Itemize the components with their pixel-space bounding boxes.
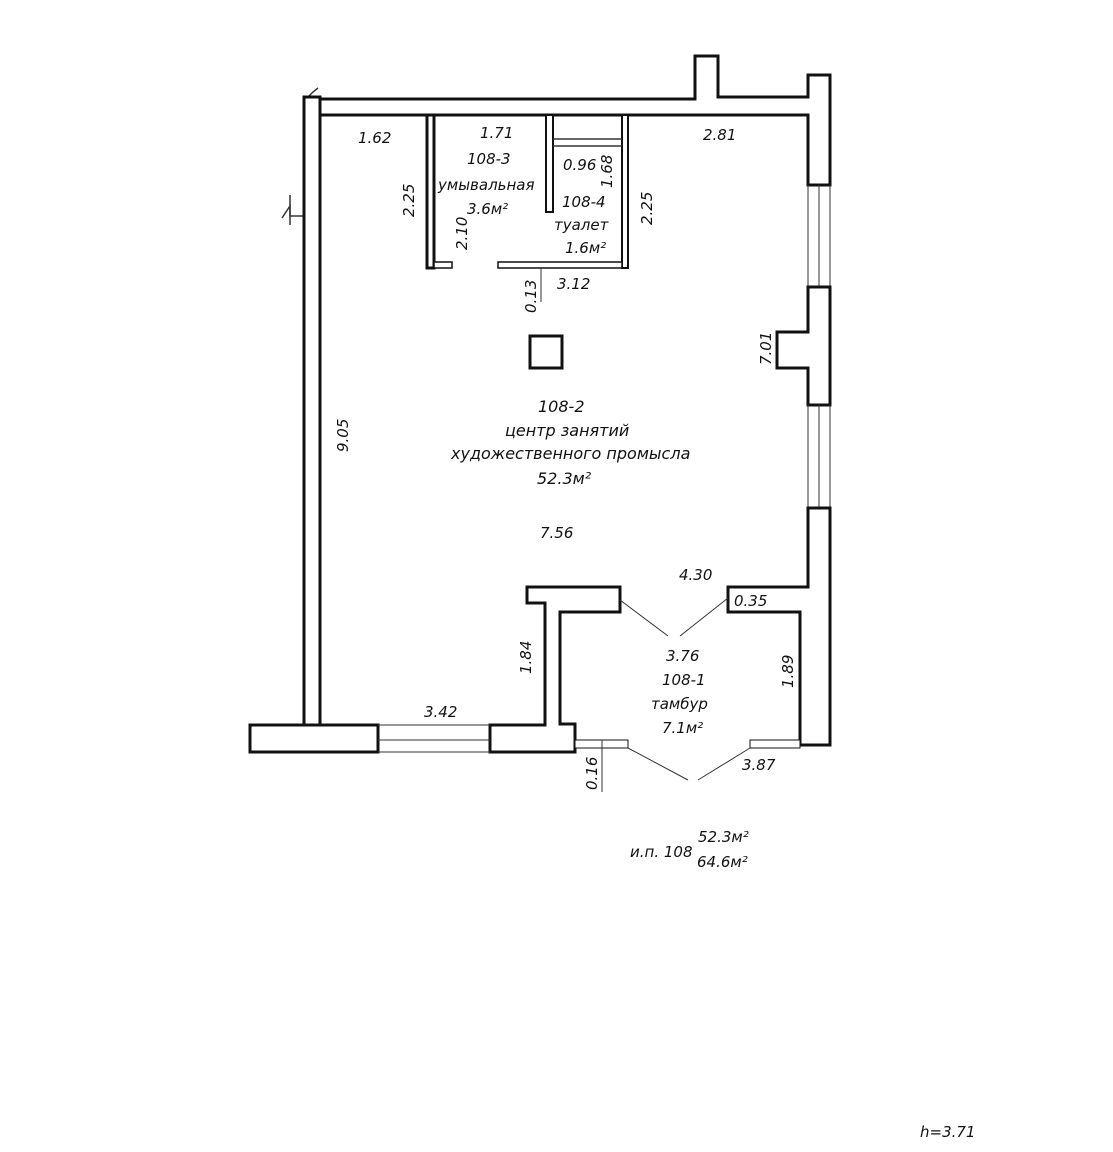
dim-4-30: 4.30 [679, 566, 712, 584]
dim-1-89: 1.89 [779, 655, 797, 688]
partition-toilet-right [621, 114, 629, 269]
dim-7-56: 7.56 [540, 524, 573, 542]
column [528, 334, 564, 370]
partition-stub [433, 261, 453, 269]
wall-left [302, 95, 322, 727]
dim-1-71: 1.71 [480, 124, 513, 142]
room-108-3-name: умывальная [437, 176, 535, 194]
dim-0-16: 0.16 [583, 757, 601, 790]
room-108-3-id: 108-3 [467, 150, 511, 168]
room-108-3-area: 3.6м² [467, 200, 508, 218]
partition-toilet-bottom [497, 261, 623, 269]
room-108-2-area: 52.3м² [537, 469, 592, 488]
window-right-lower [807, 405, 831, 508]
room-108-2-name2: художественного промысла [450, 444, 690, 463]
dim-9-05: 9.05 [334, 419, 352, 452]
summary-living-area: 52.3м² [698, 828, 749, 846]
room-108-4-area: 1.6м² [565, 239, 606, 257]
wall-bottom-left [248, 723, 380, 754]
room-108-1-id: 108-1 [662, 671, 706, 689]
dim-7-01: 7.01 [757, 332, 775, 365]
dimension-lines [540, 268, 603, 792]
wall-top [318, 54, 832, 187]
wall-right-lower [726, 506, 832, 747]
door-swings [619, 597, 751, 781]
room-108-1-name: тамбур [651, 695, 708, 713]
dim-0-35: 0.35 [734, 592, 767, 610]
dim-3-12: 3.12 [557, 275, 590, 293]
partition-toilet-left [545, 114, 554, 213]
wall-pier-right [775, 285, 832, 407]
dim-0-96: 0.96 [563, 156, 596, 174]
room-108-1-area: 7.1м² [662, 719, 703, 737]
toilet-shelf [553, 138, 622, 147]
dim-3-76: 3.76 [666, 647, 699, 665]
summary-label: и.п. 108 [630, 843, 693, 861]
dim-2-25-right: 2.25 [638, 192, 656, 225]
dim-3-87: 3.87 [742, 756, 776, 774]
dim-2-25-left: 2.25 [400, 184, 418, 217]
ceiling-height: h=3.71 [920, 1123, 975, 1141]
window-right-upper [807, 185, 831, 287]
dim-2-81: 2.81 [703, 126, 736, 144]
door-frame-right [749, 739, 801, 749]
partition-washroom-left [425, 113, 436, 270]
dim-0-13: 0.13 [522, 280, 540, 313]
dim-1-68: 1.68 [598, 155, 616, 188]
wall-vestibule-left [488, 585, 622, 754]
room-108-4-name: туалет [554, 216, 610, 234]
dim-3-42: 3.42 [424, 703, 457, 721]
summary-total-area: 64.6м² [697, 853, 748, 871]
room-108-2-name: центр занятий [505, 421, 629, 440]
window-bottom [378, 724, 490, 753]
dim-1-62: 1.62 [358, 129, 391, 147]
room-108-4-id: 108-4 [562, 193, 606, 211]
room-108-2-id: 108-2 [538, 397, 585, 416]
dim-2-10: 2.10 [453, 217, 471, 250]
dim-1-84: 1.84 [517, 641, 535, 674]
